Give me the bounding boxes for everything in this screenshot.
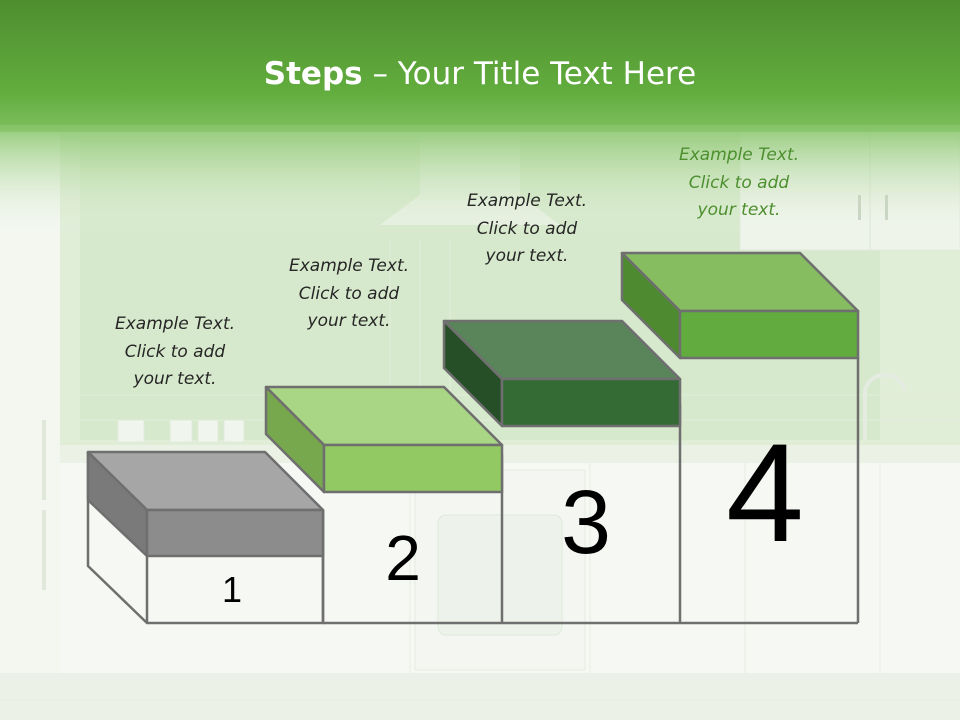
caption-line: Click to add <box>124 341 226 362</box>
step-4-block[interactable] <box>620 251 860 360</box>
title-rest: – Your Title Text Here <box>362 56 697 92</box>
caption-line: your text. <box>307 311 391 331</box>
caption-line: Example Text. <box>288 256 410 276</box>
step-3-front <box>500 377 682 428</box>
step-2-caption[interactable]: Example Text. Click to add your text. <box>259 253 439 336</box>
step-1-block[interactable] <box>86 450 325 558</box>
step-2-front <box>322 443 504 494</box>
title-bold: Steps <box>263 56 363 92</box>
caption-line: your text. <box>697 200 781 220</box>
caption-line: Example Text. <box>114 314 236 334</box>
step-3-block[interactable] <box>442 319 682 428</box>
step-2-block[interactable] <box>264 385 504 494</box>
caption-line: Example Text. <box>466 191 588 211</box>
caption-line: Click to add <box>298 283 400 304</box>
caption-line: your text. <box>133 369 217 389</box>
step-3-number: 3 <box>560 473 612 573</box>
caption-line: Example Text. <box>678 145 800 165</box>
step-3-caption[interactable]: Example Text. Click to add your text. <box>437 188 617 271</box>
step-4-number: 4 <box>726 414 804 571</box>
step-2-number: 2 <box>385 522 421 594</box>
step-4-caption[interactable]: Example Text. Click to add your text. <box>649 142 829 225</box>
caption-line: Click to add <box>688 172 790 193</box>
slide-title[interactable]: Steps – Your Title Text Here <box>0 56 960 92</box>
caption-line: Click to add <box>476 218 578 239</box>
step-4-front <box>678 309 860 360</box>
caption-line: your text. <box>485 246 569 266</box>
step-1-front <box>145 508 325 558</box>
step-1-caption[interactable]: Example Text. Click to add your text. <box>85 311 265 394</box>
step-1-number: 1 <box>221 569 243 610</box>
